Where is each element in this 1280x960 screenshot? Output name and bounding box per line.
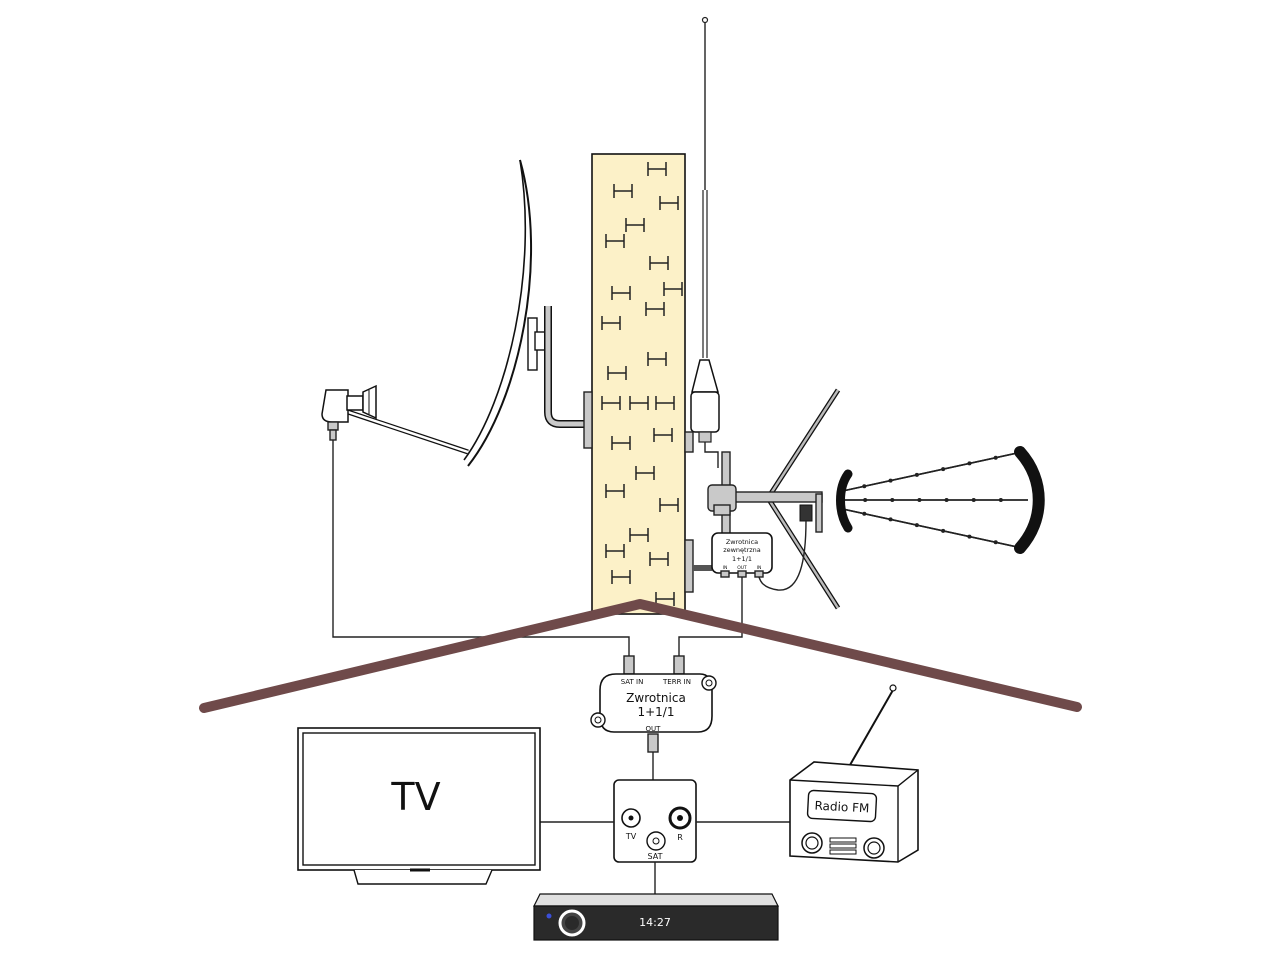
outdoor-splitter: Zwrotnica zewnętrzna 1+1/1 IN OUT IN (711, 532, 773, 578)
port-sat-in-label: SAT IN (621, 678, 644, 686)
set-top-box: 14:27 (533, 893, 779, 941)
socket-tv-label: TV (625, 832, 637, 841)
television: TV (297, 727, 541, 885)
roof (199, 599, 1082, 713)
svg-text:1+1/1: 1+1/1 (732, 555, 752, 563)
radio-speaker-grille (829, 837, 857, 855)
fm-rod-antenna (690, 16, 720, 468)
svg-text:OUT: OUT (737, 565, 747, 571)
svg-text:1+1/1: 1+1/1 (637, 705, 674, 719)
svg-text:zewnętrzna: zewnętrzna (723, 546, 761, 554)
socket-radio-label: R (677, 833, 683, 842)
radio-display: Radio FM (814, 799, 869, 816)
terrestrial-antenna (707, 388, 1045, 610)
wall-socket: TV R SAT (613, 779, 697, 863)
satellite-dish (321, 159, 593, 467)
main-splitter: SAT IN TERR IN Zwrotnica 1+1/1 OUT (590, 655, 717, 753)
port-terr-in-label: TERR IN (662, 678, 691, 686)
strut-rivets (862, 455, 1003, 545)
socket-sat-label: SAT (648, 852, 663, 861)
tv-label: TV (390, 775, 440, 819)
stb-clock: 14:27 (639, 916, 671, 929)
svg-text:IN: IN (757, 565, 762, 571)
chimney-brick-marks (601, 162, 683, 606)
splitter-label: Zwrotnica (626, 691, 686, 705)
svg-text:Zwrotnica: Zwrotnica (726, 538, 758, 546)
svg-text:IN: IN (723, 565, 728, 571)
port-out-label: OUT (646, 725, 662, 733)
fm-radio: Radio FM (789, 684, 919, 863)
chimney (591, 153, 686, 615)
